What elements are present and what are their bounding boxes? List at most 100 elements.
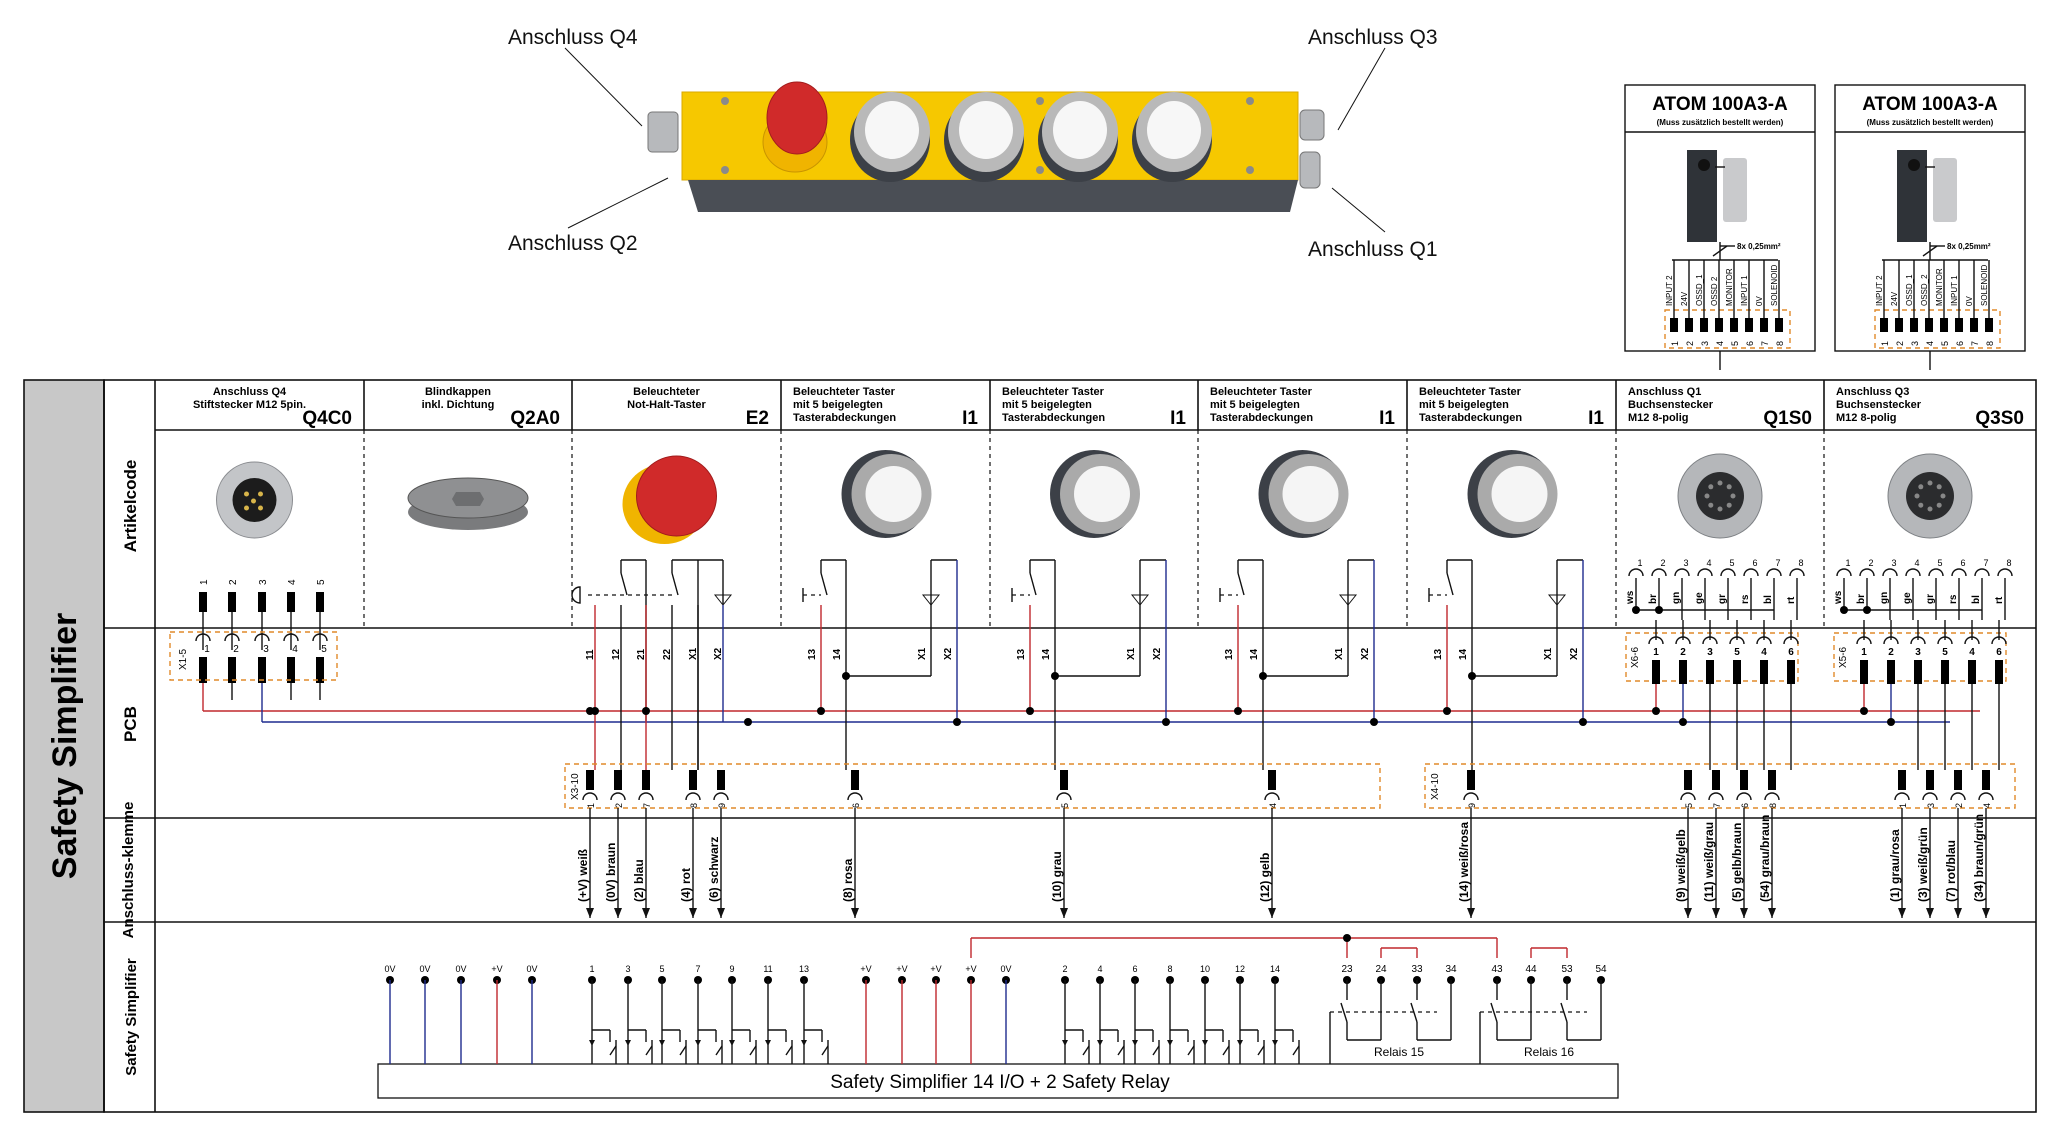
arrow-icon	[1202, 1040, 1208, 1046]
socket-icon	[1264, 792, 1280, 801]
output-terminal-label: 12	[1235, 964, 1245, 974]
e2-contact-label: 21	[636, 648, 647, 660]
m12-pin-number: 6	[1960, 558, 1965, 568]
connector-contact	[1708, 502, 1714, 508]
terminal-label: (+V) weiß	[576, 849, 590, 902]
column-description: Blindkappen	[425, 386, 491, 398]
article-code: I1	[962, 408, 978, 429]
atom-pin-number: 2	[1685, 341, 1695, 346]
column-description: mit 5 beigelegten	[1002, 399, 1092, 411]
socket-icon	[1997, 568, 2013, 577]
x5-pin	[1995, 660, 2003, 684]
atom-signal-label: MONITOR	[1725, 268, 1734, 306]
article-code: I1	[1588, 408, 1604, 429]
atom-signal-label: 24V	[1680, 291, 1689, 306]
connector-contact	[1918, 484, 1924, 490]
m12-pin-number: 7	[1775, 558, 1780, 568]
relay-15-pin-label: 24	[1375, 964, 1387, 975]
junction-dot	[1370, 718, 1378, 726]
atom-pin-number: 5	[1940, 341, 1950, 346]
socket-icon	[254, 633, 270, 642]
callout-line-q3	[1337, 47, 1386, 131]
atom-pin	[1910, 318, 1918, 332]
junction-dot	[1632, 606, 1640, 614]
article-code: I1	[1170, 408, 1186, 429]
x1-pin	[228, 657, 236, 683]
connector-q4	[647, 111, 679, 153]
x5-pin-number: 3	[1915, 647, 1921, 658]
atom-signal-label: OSSD_2	[1920, 274, 1929, 306]
socket-icon	[1950, 792, 1966, 801]
x6-pin	[1679, 660, 1687, 684]
x6-pin	[1733, 660, 1741, 684]
m12-pin-number: 7	[1983, 558, 1988, 568]
relay-15-pin-label: 33	[1411, 964, 1423, 975]
arrow-icon	[589, 1040, 595, 1046]
junction-dot	[1863, 606, 1871, 614]
socket-icon	[1894, 792, 1910, 801]
m12-pin-number: 1	[1845, 558, 1850, 568]
input-terminal-label: 9	[729, 964, 734, 974]
relay-15-pin-label: 23	[1341, 964, 1353, 975]
connector-pin	[851, 770, 859, 790]
wire	[1152, 1045, 1160, 1056]
x6-pin-number: 3	[1707, 647, 1713, 658]
atom-pin-number: 8	[1775, 341, 1785, 346]
atom-pin	[1880, 318, 1888, 332]
socket-icon	[1651, 568, 1667, 577]
m12-pin-number: 8	[1798, 558, 1803, 568]
column-description: mit 5 beigelegten	[793, 399, 883, 411]
arrow-icon	[689, 908, 697, 918]
terminal-label: (1) grau/rosa	[1888, 829, 1902, 902]
atom-pin	[1730, 318, 1738, 332]
row-label-anschlussklemme: Anschluss-klemme	[120, 802, 137, 939]
m12-wire-color: gr	[1717, 594, 1728, 604]
connector-pin-number: 1	[586, 803, 596, 808]
arrow-icon	[1684, 908, 1692, 918]
junction-dot	[1259, 672, 1267, 680]
connector-q3	[1299, 109, 1325, 141]
arrow-icon	[659, 1040, 665, 1046]
connector-pin-number: 6	[1740, 803, 1750, 808]
column-description: Beleuchteter Taster	[1419, 386, 1522, 398]
article-code: Q4C0	[302, 408, 352, 429]
connector-pin-number: 9	[717, 803, 727, 808]
arrow-icon	[1740, 908, 1748, 918]
pushbutton-contact	[1446, 572, 1454, 596]
x6-pin-number: 4	[1761, 647, 1767, 658]
x5-pin	[1968, 660, 1976, 684]
power-terminal-label: +V	[930, 964, 941, 974]
lock-hole	[1698, 159, 1710, 171]
m12-wire-color: ws	[1625, 590, 1636, 605]
connector-pin	[689, 770, 697, 790]
terminal-label: (2) blau	[632, 859, 646, 902]
atom-pin	[1985, 318, 1993, 332]
arrow-icon	[1062, 1040, 1068, 1046]
m12-wire-color: rs	[1740, 594, 1751, 604]
socket-icon	[1882, 568, 1898, 577]
junction-dot	[1026, 707, 1034, 715]
i1-contact-label: X2	[1569, 647, 1580, 660]
wire	[679, 1045, 687, 1056]
terminal-label: (9) weiß/gelb	[1674, 829, 1688, 902]
terminal-label: (12) gelb	[1258, 853, 1272, 902]
pushbutton-contact	[1237, 572, 1245, 596]
arrow-icon	[625, 1040, 631, 1046]
safety-simplifier-box-label: Safety Simplifier 14 I/O + 2 Safety Rela…	[830, 1072, 1170, 1093]
m12-wire-color: ws	[1833, 590, 1844, 605]
connector-contact	[1726, 502, 1732, 508]
column-description: Not-Halt-Taster	[627, 399, 706, 411]
output-terminal-label: 4	[1097, 964, 1102, 974]
connector-contact	[244, 505, 249, 511]
connector-pin	[1268, 770, 1276, 790]
callout-line-q2	[567, 177, 669, 229]
led-icon	[1130, 594, 1150, 606]
connector-pin-number: 8	[1768, 803, 1778, 808]
wire	[645, 1045, 653, 1056]
connector-pin-number: 4	[1268, 803, 1278, 808]
input-terminal-label: 1	[589, 964, 594, 974]
device-base	[688, 180, 1298, 212]
arrow-icon	[1954, 908, 1962, 918]
pushbutton-contact	[1029, 572, 1037, 596]
